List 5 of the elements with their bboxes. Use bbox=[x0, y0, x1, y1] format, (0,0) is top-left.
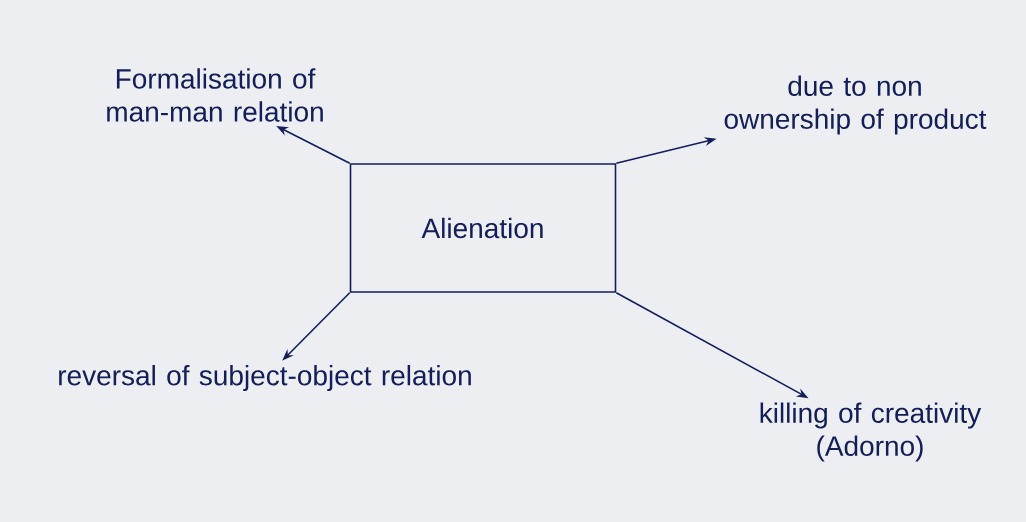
concept-box: Alienation bbox=[349, 163, 617, 293]
branch-text: reversal of subject-object relation bbox=[59, 364, 471, 392]
branch-text: Formalisation of man-man relation bbox=[107, 68, 323, 122]
branch-text: killing of creativity (Adorno) bbox=[760, 402, 982, 462]
branch-text: due to non ownership of product bbox=[724, 75, 987, 135]
